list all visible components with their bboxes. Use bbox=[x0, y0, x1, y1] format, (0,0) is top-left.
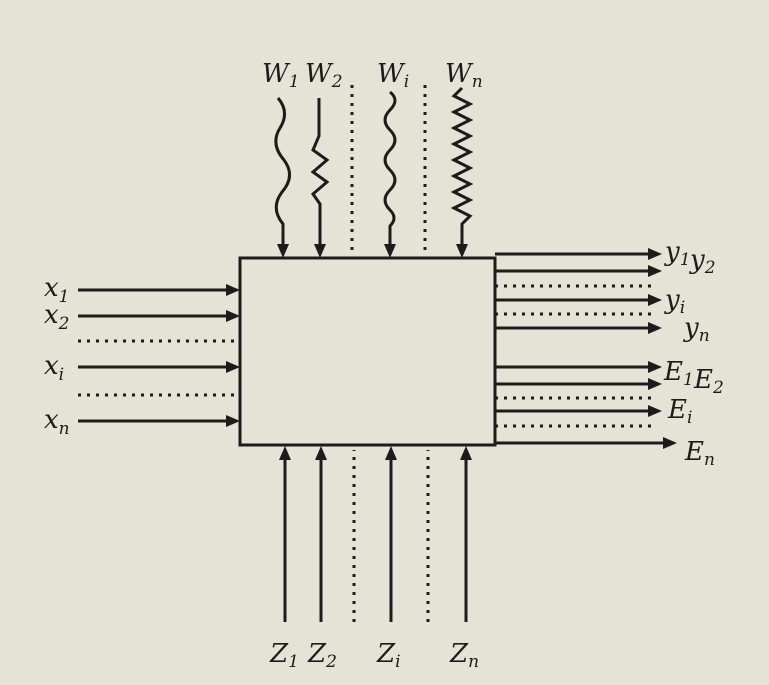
label-y2: y2 bbox=[689, 245, 716, 278]
disturbance-arrow-wi bbox=[383, 90, 397, 248]
system-block bbox=[238, 256, 497, 447]
label-x2: x2 bbox=[44, 300, 70, 334]
disturbance-arrow-wn bbox=[450, 86, 474, 248]
label-zn: Zn bbox=[449, 639, 479, 672]
label-ei: Ei bbox=[667, 395, 692, 428]
label-e1: E1 bbox=[663, 357, 694, 390]
label-yi: yi bbox=[664, 285, 685, 318]
label-z1: Z1 bbox=[269, 639, 299, 672]
output-arrows-y bbox=[495, 248, 662, 334]
label-x1: x1 bbox=[44, 273, 70, 307]
disturbance-arrow-w1 bbox=[274, 97, 291, 248]
input-arrows bbox=[78, 284, 240, 427]
label-xn: xn bbox=[44, 405, 70, 439]
label-wn: Wn bbox=[445, 59, 483, 92]
label-wi: Wi bbox=[377, 59, 409, 92]
label-zi: Zi bbox=[376, 639, 401, 672]
disturbance-arrows bbox=[274, 85, 474, 258]
label-yn: yn bbox=[683, 313, 710, 346]
label-xi: xi bbox=[44, 351, 64, 385]
label-e2: E2 bbox=[693, 365, 724, 398]
label-en: En bbox=[684, 437, 715, 470]
output-arrows-e bbox=[495, 361, 677, 449]
label-w2: W2 bbox=[305, 59, 343, 92]
label-y1: y1 bbox=[664, 237, 691, 270]
control-arrows bbox=[279, 446, 472, 622]
disturbance-arrow-w2 bbox=[310, 98, 330, 248]
label-w1: W1 bbox=[262, 59, 300, 92]
label-z2: Z2 bbox=[307, 639, 337, 672]
